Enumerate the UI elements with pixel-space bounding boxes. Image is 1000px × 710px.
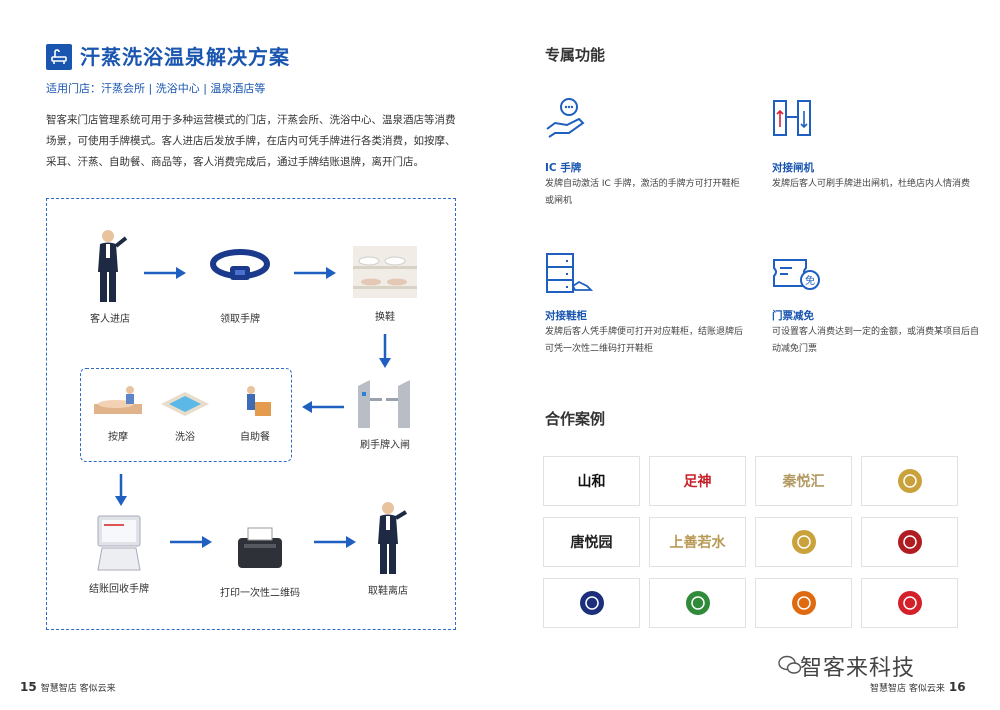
partner-emblem-icon — [897, 530, 922, 554]
partner-logo-card: 上善若水 — [649, 517, 746, 567]
consumption-group — [80, 368, 292, 462]
step-massage-label: 按摩 — [108, 432, 128, 443]
step-leave-label: 取鞋离店 — [368, 586, 408, 597]
partner-logo-card — [861, 578, 958, 628]
ic-card-hand-icon — [546, 98, 585, 138]
partner-emblem-icon — [791, 591, 816, 615]
feature-title-cabinet: 对接鞋柜 — [545, 310, 587, 322]
ticket-waive-badge: 免 — [805, 274, 815, 287]
arrow-right-icon — [294, 267, 336, 279]
partner-logo-text: 唐悦园 — [570, 535, 613, 551]
step-leave: 取鞋离店 — [348, 500, 428, 597]
massage-icon — [94, 386, 142, 414]
partner-emblem-icon — [685, 591, 710, 615]
intro-paragraph: 智客来门店管理系统可用于多种运营模式的门店，汗蒸会所、洗浴中心、温泉酒店等消费场… — [46, 114, 456, 168]
partner-logo-card — [861, 517, 958, 567]
step-gate-label: 刷手牌入闸 — [360, 440, 410, 451]
step-shoes: 换鞋 — [345, 244, 425, 323]
partner-logo-card — [543, 578, 640, 628]
partner-logo-text: 秦悦汇 — [782, 474, 825, 490]
step-enter-label: 客人进店 — [90, 314, 130, 325]
step-bath: 洗浴 — [155, 382, 215, 443]
partner-logo-text: 山和 — [577, 474, 606, 490]
feature-desc-ic: 发牌自动激活 IC 手牌，激活的手牌方可打开鞋柜或闸机 — [545, 179, 740, 206]
step-massage: 按摩 — [88, 382, 148, 443]
wechat-account-name: 智客来科技 — [800, 656, 916, 681]
pos-terminal-icon — [97, 515, 141, 571]
shoe-rack-icon — [353, 246, 417, 298]
cases-title: 合作案例 — [545, 410, 606, 428]
footer-slogan-left: 智慧智店 客似云来 — [40, 684, 116, 694]
step-wristband-label: 领取手牌 — [220, 314, 260, 325]
bath-pool-icon — [161, 392, 209, 416]
step-checkout: 结账回收手牌 — [74, 512, 164, 595]
partner-logo-card: 足神 — [649, 456, 746, 506]
partner-logo-card — [755, 578, 852, 628]
flow-diagram — [46, 198, 456, 630]
feature-desc-ticket: 可设置客人消费达到一定的金额，或消费某项目后自动减免门票 — [772, 327, 980, 354]
step-buffet: 自助餐 — [225, 382, 285, 443]
page-number-right: 16 — [948, 680, 966, 694]
arrow-right-icon — [170, 536, 212, 548]
feature-title-gate: 对接闸机 — [772, 162, 814, 174]
wristband-icon — [210, 249, 270, 280]
applicable-stores: 适用门店：汗蒸会所 | 洗浴中心 | 温泉酒店等 — [46, 82, 266, 95]
arrow-down-icon — [379, 334, 391, 368]
arrow-right-icon — [314, 536, 356, 548]
feature-title-ic: IC 手牌 — [545, 162, 582, 174]
partner-logo-text: 上善若水 — [669, 535, 726, 551]
step-gate: 刷手牌入闸 — [345, 376, 425, 451]
partner-logo-text: 足神 — [683, 474, 712, 490]
step-checkout-label: 结账回收手牌 — [89, 584, 149, 595]
feature-title-ticket: 门票减免 — [772, 310, 814, 322]
feature-desc-gate: 发牌后客人可刷手牌进出闸机，杜绝店内人情消费 — [772, 179, 971, 189]
businessman-icon — [378, 502, 408, 574]
partner-emblem-icon — [579, 591, 604, 615]
partner-logo-card — [649, 578, 746, 628]
businessman-icon — [98, 230, 128, 302]
step-enter: 客人进店 — [70, 228, 150, 325]
step-buffet-label: 自助餐 — [240, 432, 270, 443]
features-title: 专属功能 — [545, 46, 606, 64]
step-wristband: 领取手牌 — [200, 246, 280, 325]
buffet-icon — [247, 386, 271, 416]
turnstile-icon — [358, 380, 410, 428]
step-shoes-label: 换鞋 — [375, 312, 395, 323]
partner-logo-card — [755, 517, 852, 567]
partner-emblem-icon — [791, 530, 816, 554]
receipt-printer-icon — [238, 527, 282, 568]
step-bath-label: 洗浴 — [175, 432, 195, 443]
ticket-waive-icon: 免 — [773, 259, 820, 290]
footer-slogan-right: 智慧智店 客似云来 — [870, 684, 945, 694]
partner-emblem-icon — [897, 591, 922, 615]
shoe-cabinet-icon — [546, 253, 593, 293]
partner-logo-card — [861, 456, 958, 506]
wechat-icon — [778, 655, 802, 674]
arrow-right-icon — [144, 267, 186, 279]
partner-logo-card: 山和 — [543, 456, 640, 506]
bath-icon — [46, 44, 72, 70]
gate-icon — [773, 100, 811, 136]
step-print: 打印一次性二维码 — [210, 524, 310, 599]
page-title: 汗蒸洗浴温泉解决方案 — [80, 45, 290, 69]
step-print-label: 打印一次性二维码 — [220, 588, 300, 599]
partner-logo-card: 秦悦汇 — [755, 456, 852, 506]
partner-logo-card: 唐悦园 — [543, 517, 640, 567]
feature-desc-cabinet: 发牌后客人凭手牌便可打开对应鞋柜，结账退牌后可凭一次性二维码打开鞋柜 — [545, 327, 744, 354]
partner-emblem-icon — [897, 469, 922, 493]
arrow-left-icon — [302, 401, 344, 413]
arrow-down-icon — [115, 474, 127, 506]
page-number-left: 15 — [20, 680, 37, 694]
